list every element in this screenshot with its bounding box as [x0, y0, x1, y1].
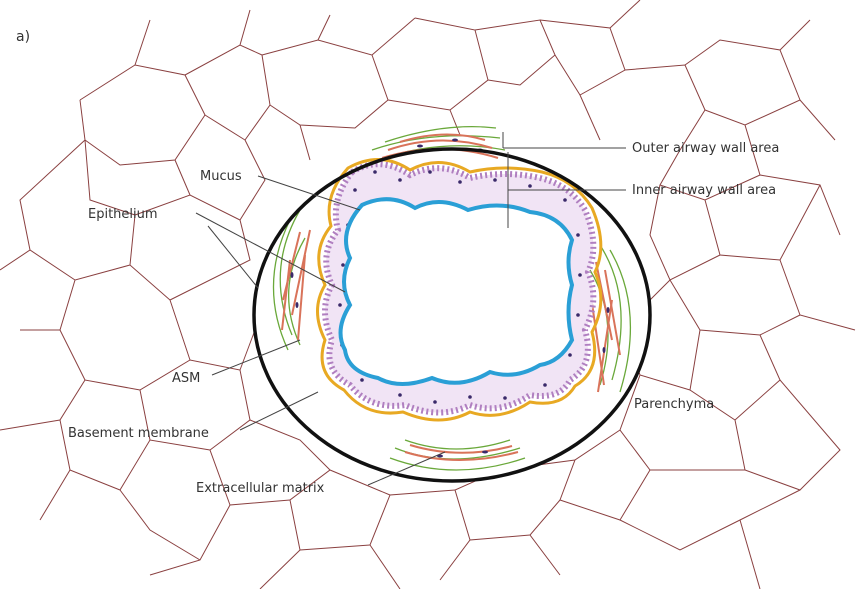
panel-label: a): [16, 29, 30, 45]
label-mucus: Mucus: [200, 169, 242, 184]
label-parenchyma: Parenchyma: [634, 397, 714, 412]
mucus-lumen-outline: [341, 199, 572, 384]
label-inner-airway-wall-area: Inner airway wall area: [632, 183, 776, 198]
label-epithelium: Epithelium: [88, 207, 158, 222]
label-basement-membrane: Basement membrane: [68, 426, 209, 441]
label-asm: ASM: [172, 371, 200, 386]
label-extracellular-matrix: Extracellular matrix: [196, 481, 325, 496]
label-outer-airway-wall-area: Outer airway wall area: [632, 141, 779, 156]
